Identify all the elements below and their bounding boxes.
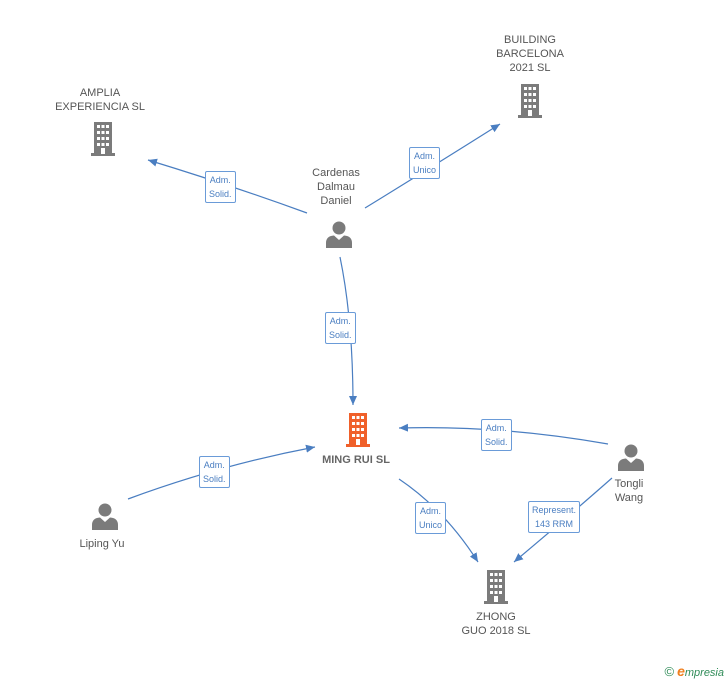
empresia-brand[interactable]: ©empresia [664, 663, 724, 679]
brand-name: mpresia [684, 667, 724, 679]
building-icon[interactable] [88, 122, 118, 156]
company-label-amplia[interactable]: AMPLIA EXPERIENCIA SL [55, 87, 145, 113]
edge-label-cardenas-building: Adm. Unico [409, 147, 441, 179]
person-icon[interactable] [617, 443, 645, 471]
person-label-tongli[interactable]: Tongli Wang [614, 478, 644, 504]
edge-label-cardenas-amplia: Adm. Solid. [205, 171, 236, 203]
edge-label-tongli-ming: Adm. Solid. [481, 419, 512, 451]
edge-label-tongli-zhong: Represent. 143 RRM [528, 501, 581, 533]
person-label-cardenas[interactable]: Cardenas Dalmau Daniel [312, 167, 360, 207]
person-icon[interactable] [325, 220, 353, 248]
company-label-ming-rui[interactable]: MING RUI SL [322, 454, 390, 466]
person-label-liping[interactable]: Liping Yu [79, 538, 125, 550]
building-icon[interactable] [481, 570, 511, 604]
building-icon[interactable] [515, 84, 545, 118]
edge-label-cardenas-ming: Adm. Solid. [325, 312, 356, 344]
company-label-zhong[interactable]: ZHONG GUO 2018 SL [461, 611, 531, 637]
edge-label-liping-ming: Adm. Solid. [199, 456, 230, 488]
edge-label-ming-zhong: Adm. Unico [415, 502, 447, 534]
person-icon[interactable] [91, 502, 119, 530]
company-label-building[interactable]: BUILDING BARCELONA 2021 SL [496, 34, 564, 74]
copyright-symbol: © [664, 664, 675, 679]
building-icon-main[interactable] [343, 413, 373, 447]
brand-initial: e [677, 663, 685, 679]
